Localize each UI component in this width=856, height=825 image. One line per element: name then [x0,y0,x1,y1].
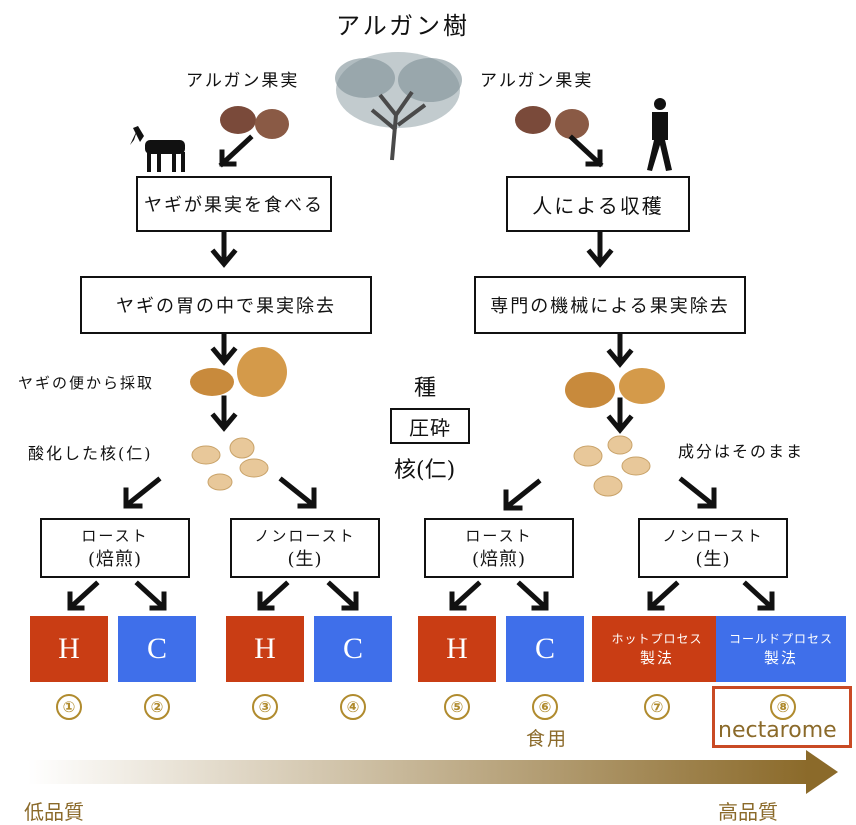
right-fruit-label: アルガン果実 [480,71,594,91]
nectarome-highlight-box [712,686,852,748]
result-c-2: C [118,616,196,682]
low-quality-label: 低品質 [24,800,84,824]
goat-icon [130,126,185,172]
flow-arrows [67,134,775,611]
right-roast-box: ロースト (焙煎) [424,518,574,578]
number-7: ⑦ [644,694,670,720]
right-nonroast-line1: ノンロースト [662,527,764,545]
argan-fruit-left-icon [220,106,289,139]
left-nonroast-box: ノンロースト (生) [230,518,380,578]
left-roast-line2: (焙煎) [87,549,143,570]
page-title: アルガン樹 [336,12,471,40]
edible-label: 食用 [526,728,569,750]
left-nonroast-line2: (生) [287,549,323,570]
number-2: ② [144,694,170,720]
argan-nut-right-icon [565,368,665,408]
left-roast-line1: ロースト [81,527,149,545]
brand-logo: nectarome [718,718,837,743]
right-roast-line1: ロースト [465,527,533,545]
crush-box: 圧砕 [390,408,470,444]
human-harvest-box: 人による収穫 [506,176,690,232]
right-nonroast-box: ノンロースト (生) [638,518,788,578]
kernel-center-label: 核(仁) [394,458,456,483]
result-h-1: H [30,616,108,682]
number-5: ⑤ [444,694,470,720]
quality-gradient-arrow [28,750,838,794]
machine-removal-box: 専門の機械による果実除去 [474,276,746,334]
goat-eats-fruit-box: ヤギが果実を食べる [136,176,332,232]
result-hot-process-7: ホットプロセス 製法 [592,616,722,682]
hot-process-line1: ホットプロセス [611,632,703,646]
number-3: ③ [252,694,278,720]
high-quality-label: 高品質 [718,800,778,824]
cold-process-line1: コールドプロセス [728,632,833,646]
result-h-3: H [226,616,304,682]
result-h-5: H [418,616,496,682]
kernel-right-icon [573,435,651,497]
cold-process-line2: 製法 [763,651,798,667]
oxidized-kernel-label: 酸化した核(仁) [28,444,153,463]
person-icon [647,98,672,171]
number-6: ⑥ [532,694,558,720]
left-roast-box: ロースト (焙煎) [40,518,190,578]
result-cold-process-8: コールドプロセス 製法 [716,616,846,682]
goat-dung-collection-label: ヤギの便から採取 [18,374,155,392]
argan-nut-left-icon [190,347,287,397]
right-roast-line2: (焙煎) [471,549,527,570]
argan-tree-icon [335,52,462,161]
components-intact-label: 成分はそのまま [678,442,805,461]
number-8: ⑧ [770,694,796,720]
goat-stomach-removal-box: ヤギの胃の中で果実除去 [80,276,372,334]
seed-label: 種 [414,376,437,401]
argan-fruit-right-icon [515,106,589,139]
number-4: ④ [340,694,366,720]
left-nonroast-line1: ノンロースト [254,527,356,545]
hot-process-line2: 製法 [639,651,674,667]
number-1: ① [56,694,82,720]
kernel-left-icon [191,437,269,491]
left-fruit-label: アルガン果実 [186,71,300,91]
result-c-6: C [506,616,584,682]
right-nonroast-line2: (生) [695,549,731,570]
result-c-4: C [314,616,392,682]
